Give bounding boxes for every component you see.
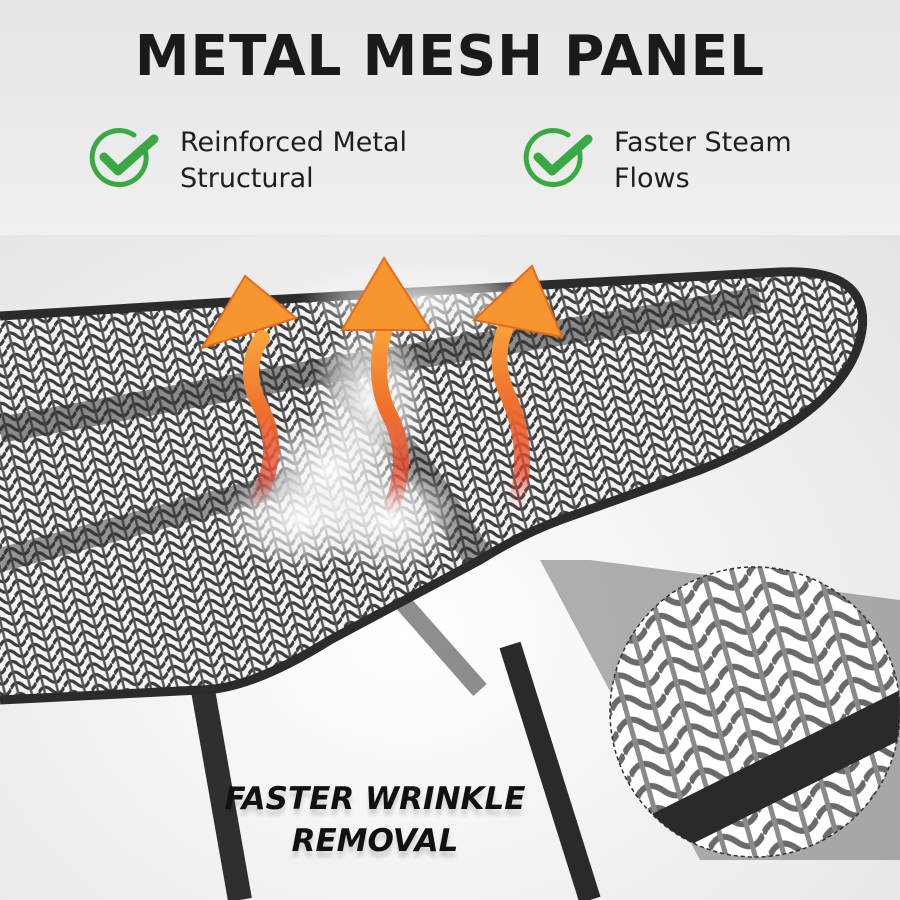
feature-line-1: Reinforced Metal xyxy=(180,127,408,158)
callout-text: FASTER WRINKLE REMOVAL xyxy=(200,778,550,862)
callout-line-1: FASTER WRINKLE xyxy=(224,781,526,817)
feature-steam-flow: Faster Steam Flows xyxy=(522,125,792,197)
header-band xyxy=(0,0,900,235)
feature-text: Faster Steam Flows xyxy=(614,125,792,197)
check-circle-icon xyxy=(523,128,593,187)
check-circle-icon xyxy=(89,128,159,187)
board-frame xyxy=(0,267,868,705)
feature-line-1: Faster Steam xyxy=(614,127,792,158)
feature-line-2: Flows xyxy=(614,163,690,194)
feature-line-2: Structural xyxy=(180,163,314,194)
arrow-left-icon xyxy=(199,274,299,508)
steam-arrows xyxy=(199,256,564,513)
callout-line-2: REMOVAL xyxy=(291,823,459,859)
arrow-right-icon xyxy=(471,264,564,508)
feature-text: Reinforced Metal Structural xyxy=(180,125,407,197)
mesh-closeup-inset xyxy=(540,560,900,860)
feature-reinforced-metal: Reinforced Metal Structural xyxy=(88,125,407,197)
page-title: METAL MESH PANEL xyxy=(134,24,766,89)
arrow-center-icon xyxy=(340,256,432,513)
ironing-board-illustration xyxy=(0,256,900,900)
